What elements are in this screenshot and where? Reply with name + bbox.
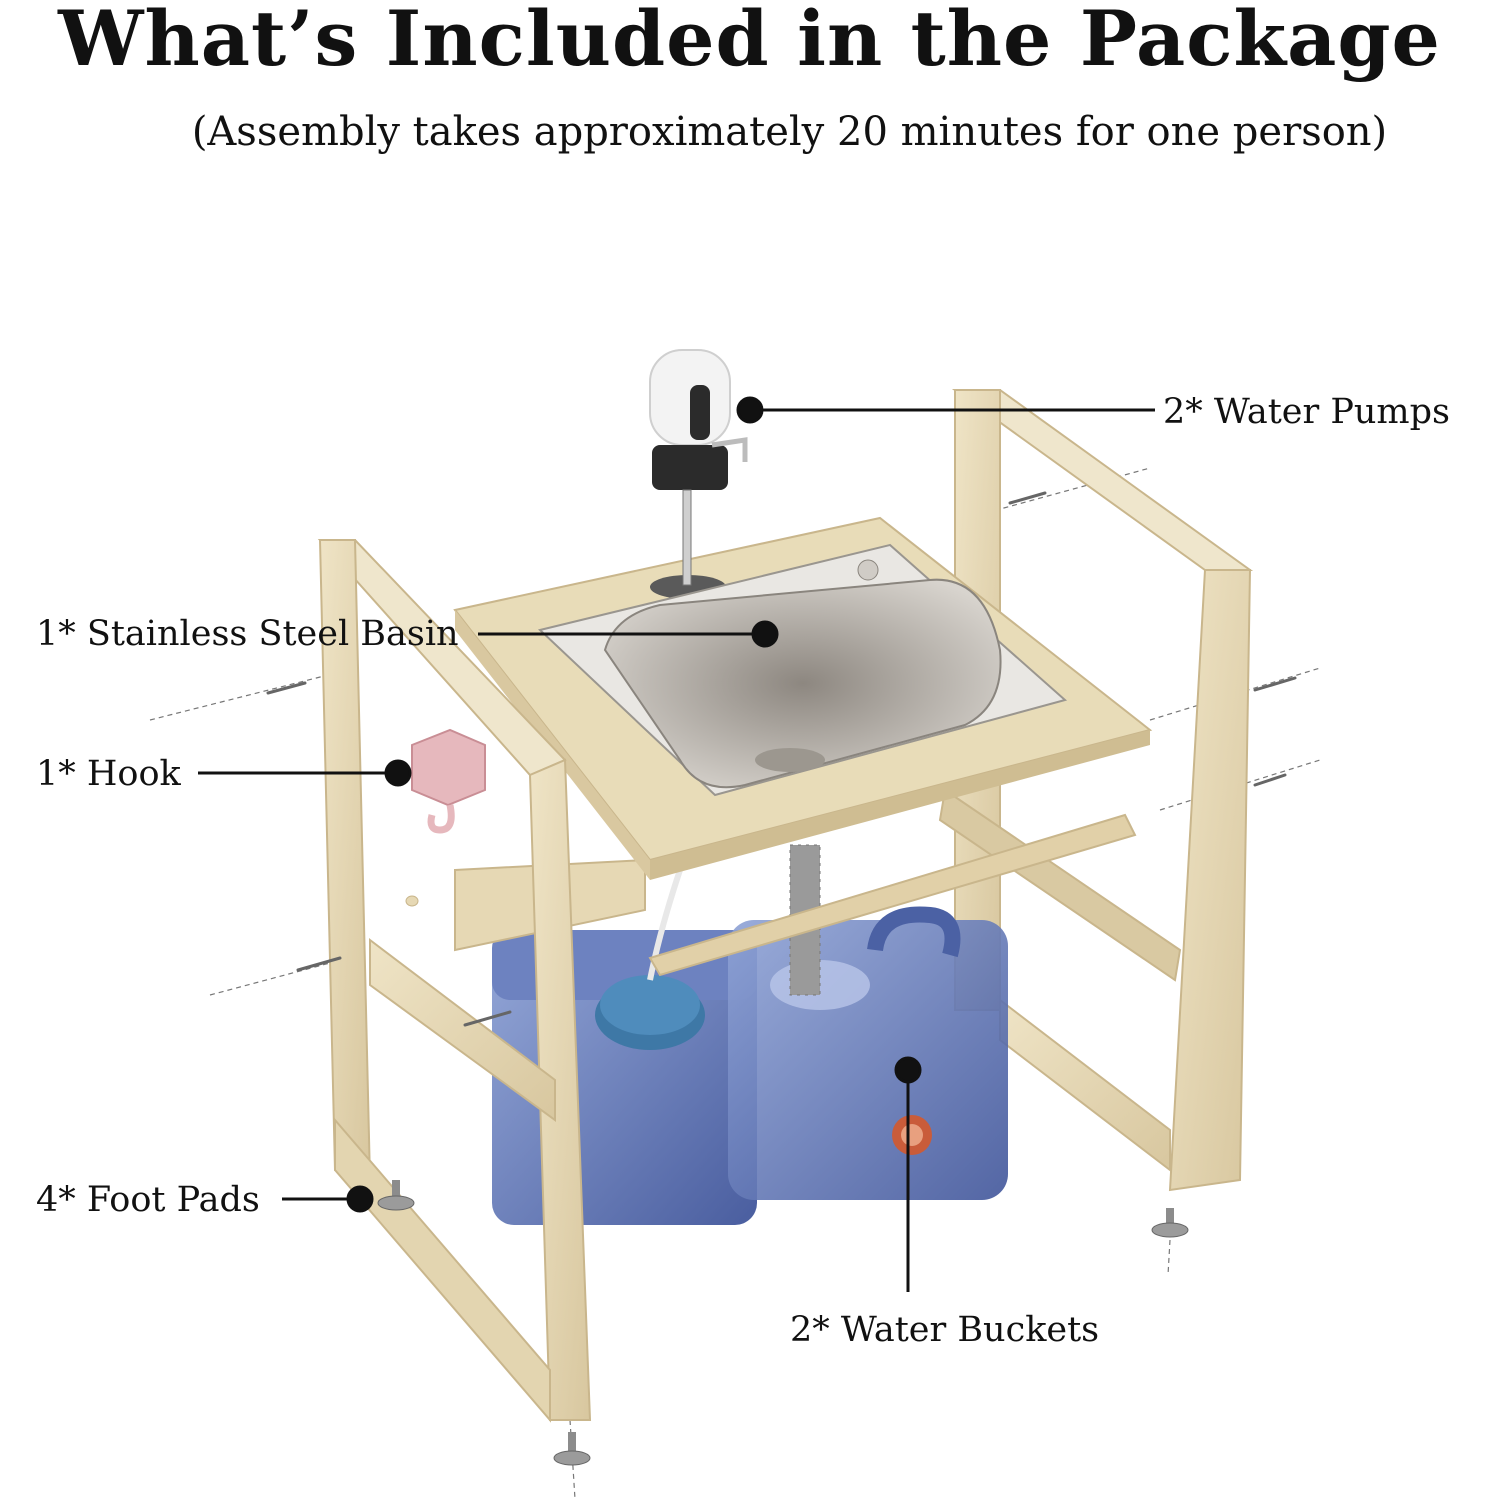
callout-leader-foot-pads xyxy=(282,1185,374,1213)
callout-foot-pads: 4* Foot Pads xyxy=(36,1180,260,1220)
callout-leader-basin xyxy=(478,620,779,648)
screws xyxy=(266,491,1297,1027)
hook-part xyxy=(411,728,486,834)
foot-pad xyxy=(1151,1208,1189,1238)
water-pump xyxy=(649,349,748,586)
callout-stainless-steel-basin: 1* Stainless Steel Basin xyxy=(36,614,459,654)
foot-pad xyxy=(377,1180,415,1211)
callout-leader-water-buckets xyxy=(894,1056,922,1292)
front-left-frame xyxy=(317,539,592,1423)
page-title: What’s Included in the Package xyxy=(58,0,1441,83)
callout-water-pumps: 2* Water Pumps xyxy=(1163,392,1450,432)
water-bucket-right xyxy=(728,906,1008,1200)
page-subtitle: (Assembly takes approximately 20 minutes… xyxy=(191,109,1388,155)
callout-hook: 1* Hook xyxy=(36,754,181,794)
stainless-steel-basin xyxy=(537,543,1068,797)
foot-pad xyxy=(553,1432,591,1466)
callout-leader-hook xyxy=(198,759,412,787)
foot-pads xyxy=(377,1180,1189,1466)
callout-leader-water-pumps xyxy=(736,396,1155,424)
callout-leaders xyxy=(198,396,1155,1292)
callout-water-buckets: 2* Water Buckets xyxy=(790,1310,1100,1350)
